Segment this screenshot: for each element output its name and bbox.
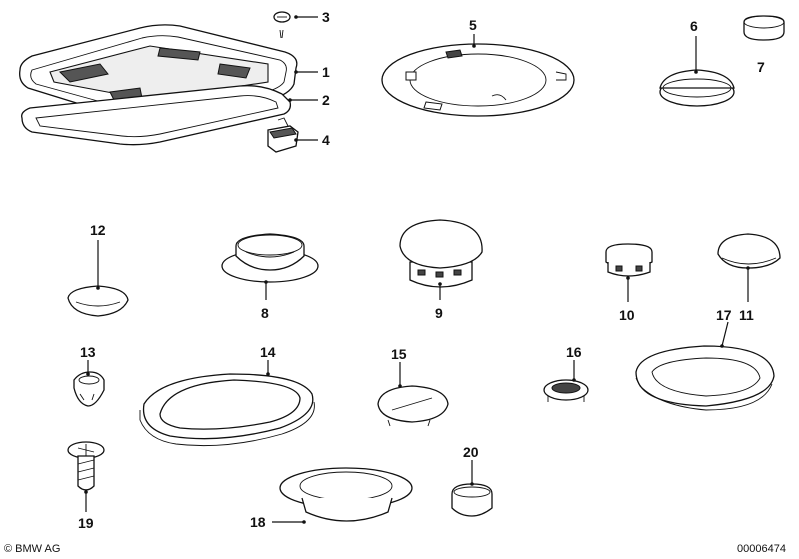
callout-17: 17 <box>716 307 732 323</box>
part-18-grommet <box>279 467 413 522</box>
part-8-grommet <box>221 233 319 283</box>
callout-20: 20 <box>463 444 479 460</box>
callout-labels: 3 1 2 4 5 6 7 12 8 9 10 11 17 13 14 15 1… <box>78 9 765 531</box>
part-19-screw <box>67 441 105 491</box>
copyright-text: © BMW AG <box>4 543 60 555</box>
callout-5: 5 <box>469 17 477 33</box>
callout-12: 12 <box>90 222 106 238</box>
part-20-plug <box>451 483 493 517</box>
callout-14: 14 <box>260 344 276 360</box>
callout-6: 6 <box>690 18 698 34</box>
part-14-oval <box>139 373 315 447</box>
part-2-gasket <box>21 85 292 146</box>
callout-15: 15 <box>391 346 407 362</box>
part-5-ring <box>381 43 575 117</box>
leader-lines <box>85 16 749 523</box>
callout-11: 11 <box>739 307 754 323</box>
part-9-dome <box>399 219 483 288</box>
part-12-cap <box>67 285 129 317</box>
callout-3: 3 <box>322 9 330 25</box>
callout-7: 7 <box>757 59 765 75</box>
part-17-plug <box>635 345 775 411</box>
part-10-plug <box>605 243 653 277</box>
part-11-plug <box>717 233 781 269</box>
part-6-plug <box>659 69 735 107</box>
part-16-clip <box>543 379 589 402</box>
callout-18: 18 <box>250 514 266 530</box>
leader-dots <box>84 15 750 524</box>
callout-8: 8 <box>261 305 269 321</box>
part-3-screw <box>273 11 291 39</box>
callout-2: 2 <box>322 92 330 108</box>
callout-10: 10 <box>619 307 635 323</box>
part-13-nut <box>73 371 105 407</box>
callout-16: 16 <box>566 344 582 360</box>
callout-13: 13 <box>80 344 96 360</box>
part-4-clip <box>267 117 299 153</box>
part-15-cap <box>377 385 449 427</box>
diagram-number: 00006474 <box>737 543 786 555</box>
callout-9: 9 <box>435 305 443 321</box>
callout-19: 19 <box>78 515 94 531</box>
callout-1: 1 <box>322 64 330 80</box>
part-7-cap <box>743 15 785 41</box>
leader-17 <box>721 321 729 347</box>
callout-4: 4 <box>322 132 330 148</box>
